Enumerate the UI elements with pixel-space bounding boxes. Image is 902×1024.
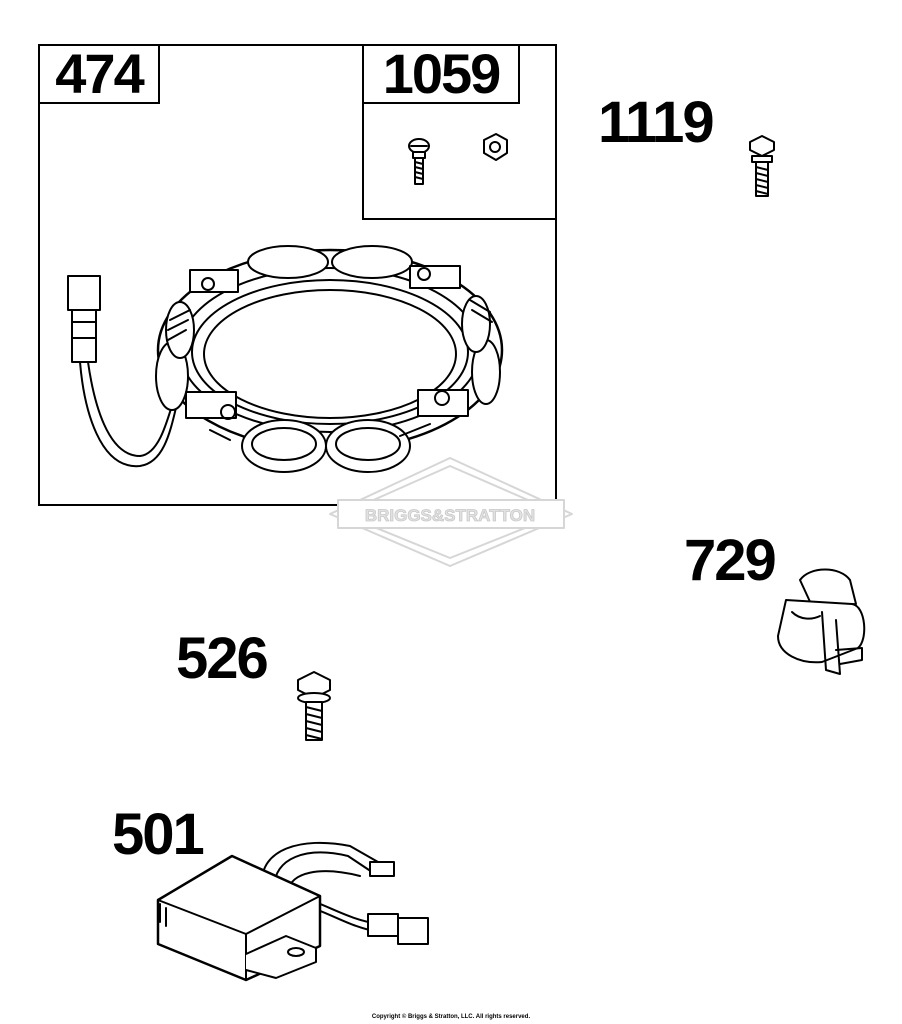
callout-526: 526 — [176, 626, 269, 691]
clip-729-icon — [777, 568, 866, 675]
screw-526-icon — [297, 671, 331, 741]
callout-1119: 1119 — [598, 90, 715, 155]
callout-501: 501 — [112, 802, 205, 867]
armature-kit-frame — [38, 44, 557, 506]
watermark-logo: BRIGGS&STRATTON — [329, 457, 573, 567]
kit-screw-icon — [408, 138, 430, 185]
regulator-501-icon — [156, 841, 429, 982]
screw-1119-icon — [749, 135, 775, 197]
armature-ring-icon — [67, 245, 504, 473]
callout-474: 474 — [38, 44, 160, 104]
kit-nut-icon — [483, 133, 508, 161]
callout-729: 729 — [684, 528, 777, 593]
watermark-text: BRIGGS&STRATTON — [365, 506, 535, 525]
callout-1059: 1059 — [362, 44, 520, 104]
copyright-text: Copyright © Briggs & Stratton, LLC. All … — [371, 1014, 531, 1020]
